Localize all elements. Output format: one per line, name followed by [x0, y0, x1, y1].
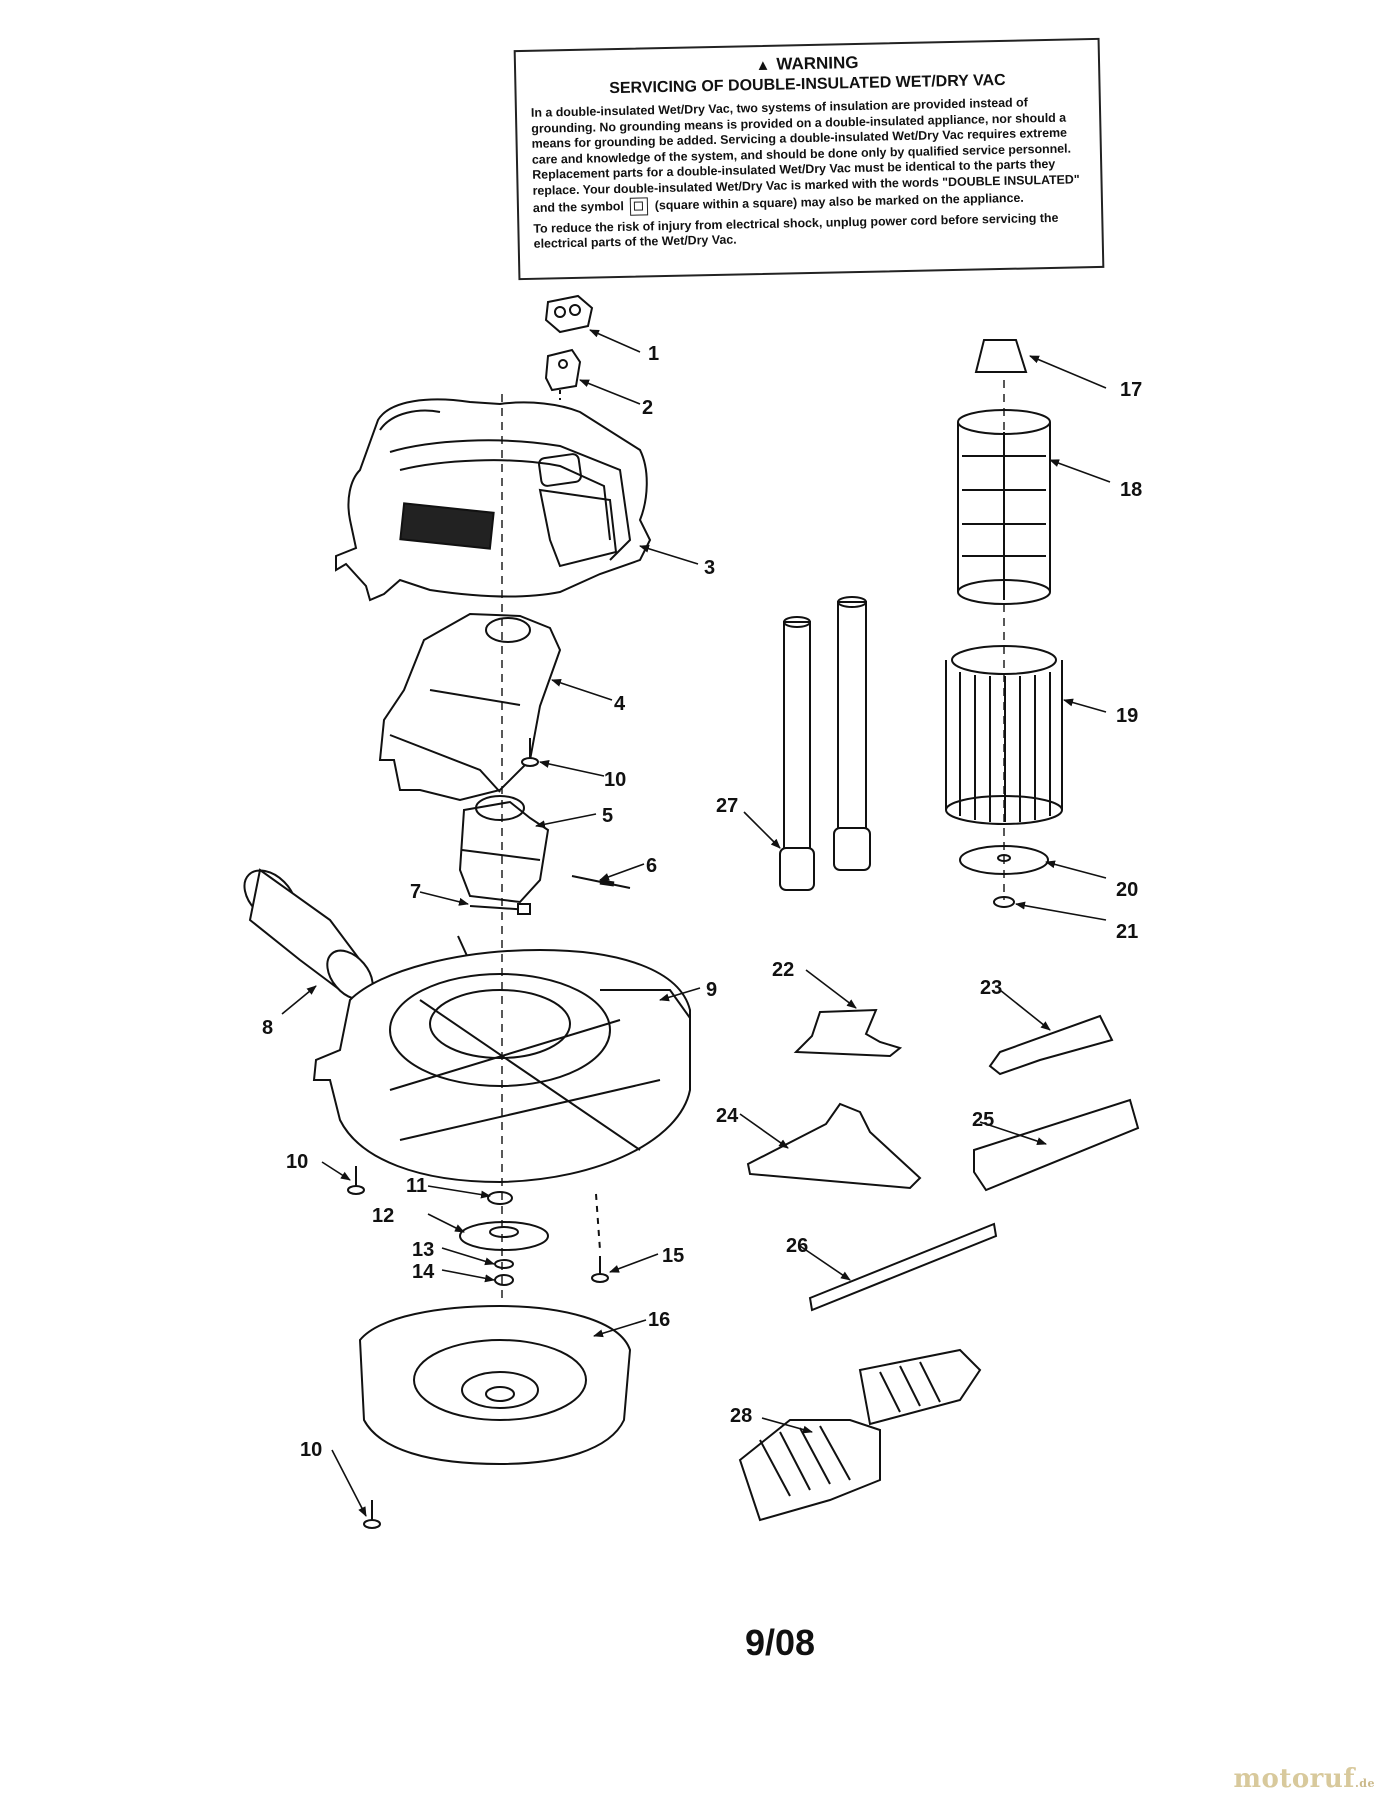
part-2-switch	[544, 348, 582, 400]
part-5-motor	[458, 795, 550, 904]
part-12-disc	[459, 1221, 549, 1251]
part-21-nut	[993, 896, 1015, 908]
part-14-nut	[494, 1274, 514, 1286]
label-part-10-c: 10	[300, 1439, 322, 1461]
label-part-17: 17	[1120, 379, 1142, 401]
label-part-18: 18	[1120, 479, 1142, 501]
part-25-crevice-tool	[973, 1098, 1140, 1192]
part-10-screw-b	[347, 1166, 365, 1195]
watermark-main: motoruf	[1233, 1764, 1355, 1794]
label-part-26: 26	[786, 1235, 808, 1257]
label-part-27: 27	[716, 795, 738, 817]
label-part-6: 6	[646, 855, 657, 877]
label-part-14: 14	[412, 1261, 435, 1283]
label-part-19: 19	[1116, 705, 1138, 727]
part-10-screw-c	[363, 1500, 381, 1529]
part-28-hose	[738, 1348, 982, 1522]
part-10-screw-a	[521, 738, 539, 767]
part-4-motor-housing	[378, 612, 562, 802]
part-13-washer	[494, 1259, 514, 1269]
part-26-hose-strap	[808, 1222, 998, 1312]
part-3-motor-cover	[335, 398, 652, 602]
label-part-5: 5	[602, 805, 613, 827]
label-part-4: 4	[614, 693, 626, 715]
label-part-9: 9	[706, 979, 717, 1001]
part-24-floor-nozzle	[746, 1102, 922, 1190]
label-part-16: 16	[648, 1309, 670, 1331]
label-part-2: 2	[642, 397, 653, 419]
part-17-float	[974, 339, 1028, 373]
label-part-12: 12	[372, 1205, 394, 1227]
label-part-25: 25	[972, 1109, 994, 1131]
label-part-28: 28	[730, 1405, 752, 1427]
label-part-21: 21	[1116, 921, 1138, 943]
part-23-car-nozzle	[988, 1014, 1114, 1076]
watermark-suffix: .de	[1354, 1777, 1375, 1790]
part-22-utility-nozzle	[793, 1008, 903, 1058]
label-part-7: 7	[410, 881, 421, 903]
label-part-13: 13	[412, 1239, 434, 1261]
part-8-inlet-nozzle	[243, 868, 374, 1001]
label-part-8: 8	[262, 1017, 273, 1039]
label-part-10-a: 10	[604, 769, 626, 791]
label-part-22: 22	[772, 959, 794, 981]
label-part-3: 3	[704, 557, 715, 579]
part-16-filter-base	[358, 1304, 632, 1466]
label-part-20: 20	[1116, 879, 1138, 901]
label-part-15: 15	[662, 1245, 684, 1267]
label-part-23: 23	[980, 977, 1002, 999]
label-part-24: 24	[716, 1105, 739, 1127]
label-part-1: 1	[648, 343, 659, 365]
label-part-10-b: 10	[286, 1151, 308, 1173]
part-27-extension-wands	[779, 596, 871, 891]
page-number: 9/08	[744, 1622, 816, 1663]
label-part-11: 11	[406, 1175, 427, 1197]
watermark-logo: motoruf.de	[1233, 1764, 1375, 1794]
part-15-screw	[591, 1193, 609, 1283]
part-1-cord-clip	[544, 294, 594, 334]
part-11-washer	[487, 1191, 513, 1205]
part-6-wire-lead	[571, 875, 631, 889]
part-7-wire-lead	[457, 903, 531, 959]
